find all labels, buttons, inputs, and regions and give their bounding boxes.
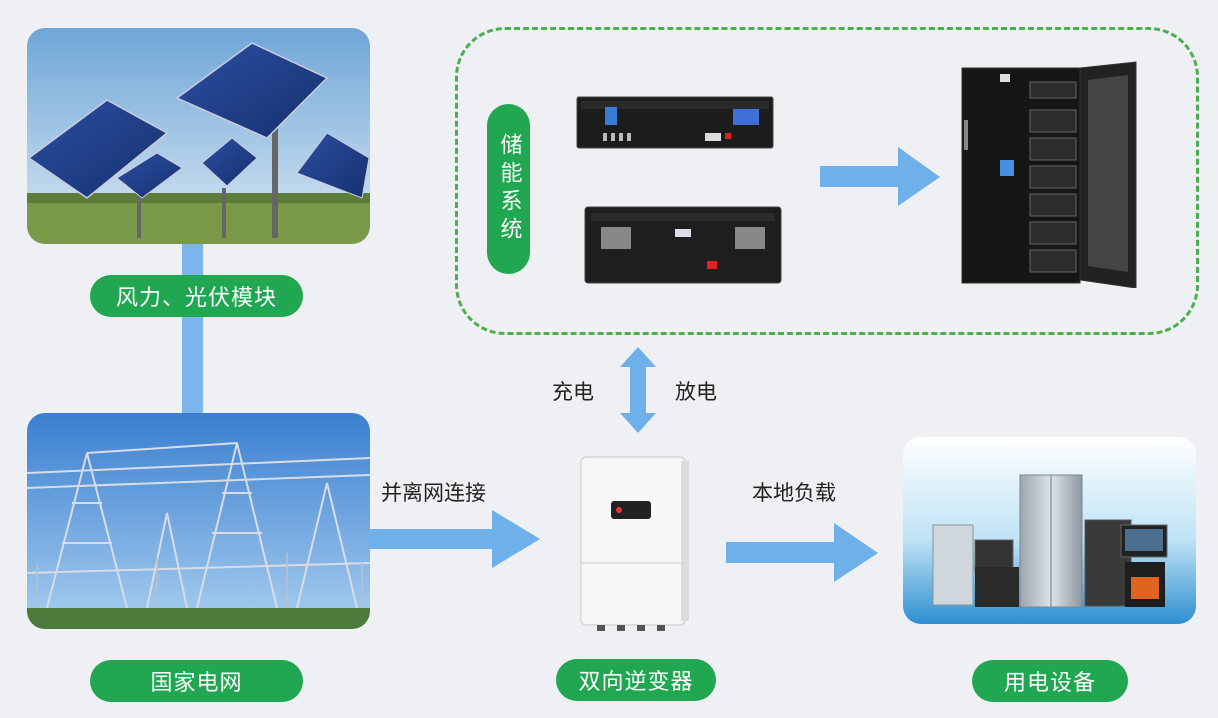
solar-grid-connector [182, 240, 203, 415]
battery-cabinet-image [960, 60, 1140, 289]
battery-to-cabinet-arrow [820, 147, 940, 206]
grid-to-inverter-arrow [370, 510, 540, 568]
renewable-module-label: 风力、光伏模块 [90, 275, 303, 317]
battery-module-top [575, 95, 775, 150]
storage-system-label: 储能系统 [487, 104, 530, 274]
inverter-label: 双向逆变器 [556, 659, 716, 701]
local-load-label: 本地负载 [752, 481, 836, 505]
battery-module-bottom [583, 205, 783, 285]
inverter-image [577, 453, 692, 633]
storage-system-group [455, 27, 1199, 335]
grid-connect-label: 并离网连接 [381, 481, 486, 505]
charge-label: 充电 [552, 380, 594, 404]
charge-discharge-arrow [620, 347, 656, 433]
grid-label: 国家电网 [90, 660, 303, 702]
inverter-to-devices-arrow [726, 523, 878, 582]
devices-label: 用电设备 [972, 660, 1128, 702]
solar-panel-image [27, 28, 370, 244]
discharge-label: 放电 [675, 380, 717, 404]
appliances-image [903, 437, 1196, 624]
substation-image [27, 413, 370, 629]
